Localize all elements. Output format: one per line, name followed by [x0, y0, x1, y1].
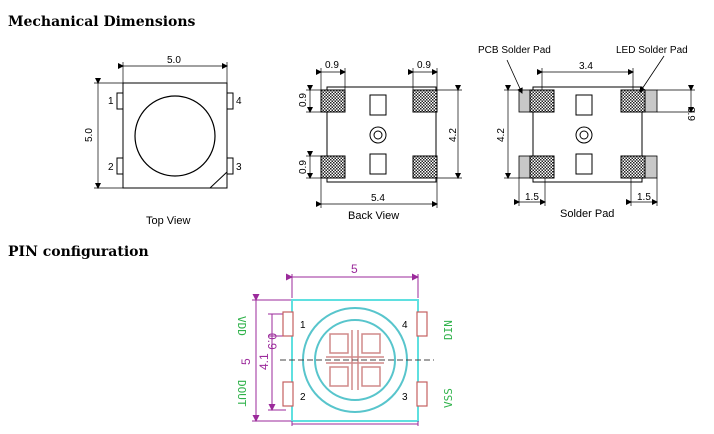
top-view-height-label: 5.0 [84, 128, 95, 142]
back-view-window-top [369, 94, 387, 116]
top-view-pin-tab-1 [116, 92, 124, 110]
back-view-drawing [306, 68, 462, 208]
led-pad-tr [620, 89, 646, 113]
top-view-pin-2: 2 [108, 162, 114, 173]
pin-1-pad [282, 311, 294, 337]
top-view-lens [134, 95, 216, 177]
solder-pad-right-dim-label: 1.5 [637, 192, 651, 203]
back-view-pad-bl [320, 155, 346, 179]
led-pad-bl [529, 155, 555, 179]
pcb-solder-pad-label: PCB Solder Pad [478, 45, 551, 56]
top-view-width-label: 5.0 [167, 55, 181, 66]
top-view-pin-1: 1 [108, 96, 114, 107]
back-view-pad-tr [412, 89, 438, 113]
top-view-caption: Top View [146, 215, 190, 227]
pin-2-name: DOUT [235, 380, 248, 407]
back-view-pad-tr-label: 0.9 [417, 60, 431, 71]
back-view-caption: Back View [348, 210, 399, 222]
top-view-pin-tab-3 [226, 157, 234, 175]
heading-pin-configuration: PIN configuration [8, 244, 149, 260]
solder-pad-drawing [504, 55, 695, 206]
back-view-window-bottom [369, 153, 387, 175]
pin-3-name: VSS [442, 388, 455, 408]
top-view-pin-tab-4 [226, 92, 234, 110]
pin-1-number: 1 [300, 320, 306, 331]
back-view-left-bottom-label: 0.9 [298, 160, 309, 174]
pin-config-span-label: 4.1 [257, 353, 271, 370]
pin-4-pad [416, 311, 428, 337]
pin-4-number: 4 [402, 320, 408, 331]
solder-pad-height-label: 4.2 [496, 128, 507, 142]
top-view-pin-4: 4 [236, 96, 242, 107]
pin-2-pad [282, 381, 294, 407]
heading-mechanical: Mechanical Dimensions [8, 14, 196, 30]
led-pad-br [620, 155, 646, 179]
top-view-pin-tab-2 [116, 157, 124, 175]
led-pad-tl [529, 89, 555, 113]
pin-3-number: 3 [402, 392, 408, 403]
back-view-width-label: 5.4 [371, 193, 385, 204]
top-view-pin-3: 3 [236, 162, 242, 173]
pin-config-drawing [252, 273, 434, 426]
back-view-pad-tl [320, 89, 346, 113]
pin-config-width-label: 5 [351, 262, 358, 276]
pin-2-number: 2 [300, 392, 306, 403]
pin-3-pad [416, 381, 428, 407]
solder-pad-right-label: 0.9 [685, 107, 696, 121]
back-view-height-label: 4.2 [448, 128, 459, 142]
solder-pad-caption: Solder Pad [560, 208, 614, 220]
solder-pad-spacing-label: 3.4 [579, 61, 593, 72]
pin-config-pad-width-label: 0.9 [265, 333, 279, 350]
led-solder-pad-label: LED Solder Pad [616, 45, 688, 56]
back-view-pad-br [412, 155, 438, 179]
pin-4-name: DIN [442, 320, 455, 340]
top-view-drawing [94, 62, 234, 189]
solder-pad-left-dim-label: 1.5 [525, 192, 539, 203]
back-view-left-top-label: 0.9 [298, 93, 309, 107]
pin-config-height-label: 5 [239, 358, 253, 365]
pin-1-name: VDD [235, 316, 248, 336]
back-view-pad-tl-label: 0.9 [325, 60, 339, 71]
